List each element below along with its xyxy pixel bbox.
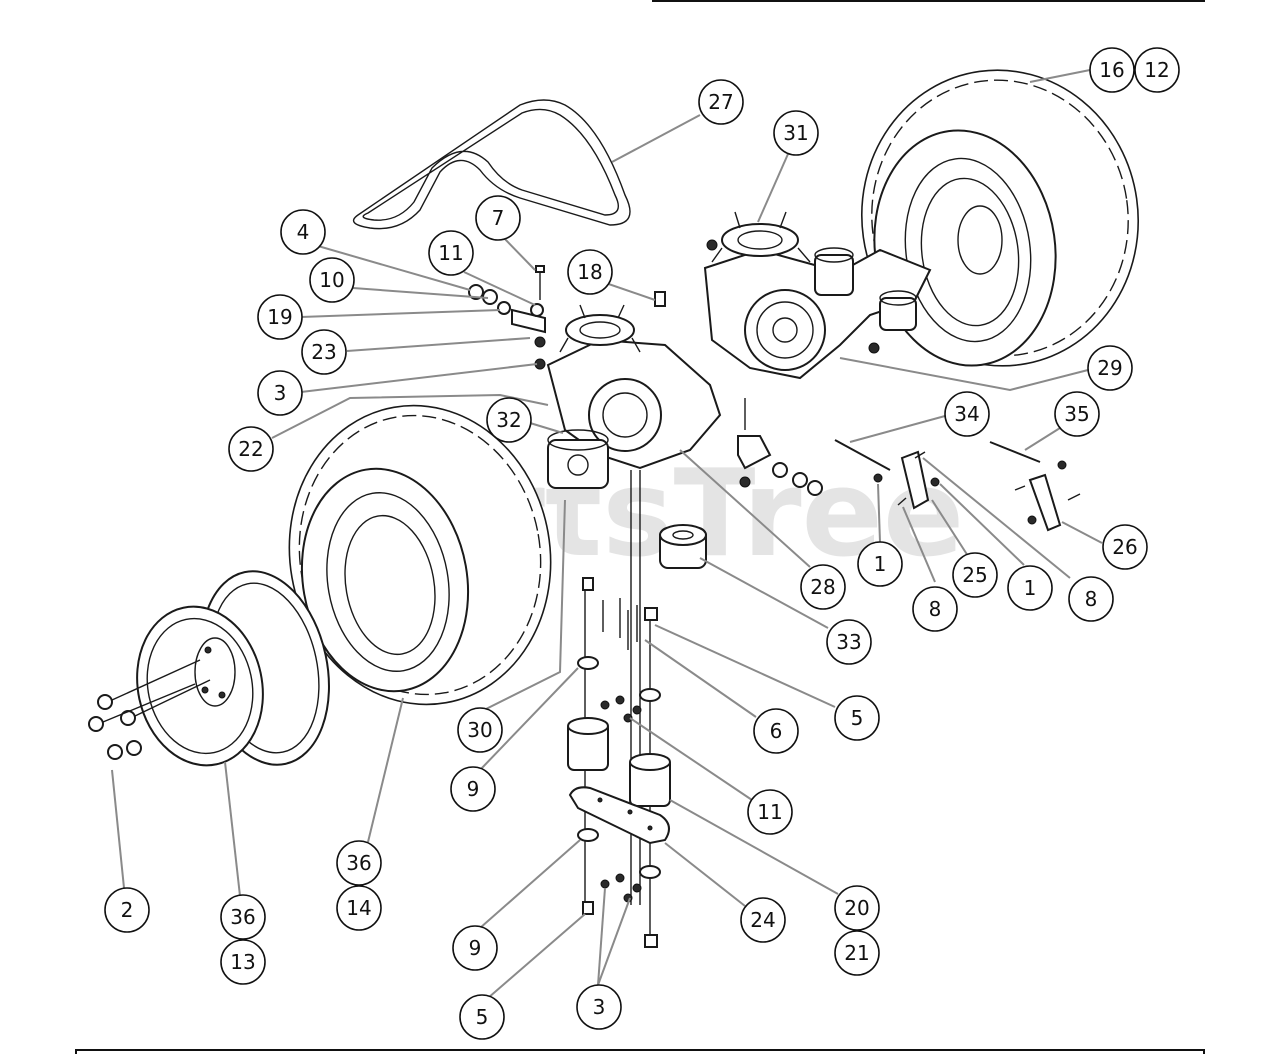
- callout-20[interactable]: 20: [834, 885, 880, 931]
- callout-32[interactable]: 32: [486, 397, 532, 443]
- callout-25[interactable]: 25: [952, 552, 998, 598]
- svg-text:35: 35: [1064, 402, 1089, 426]
- svg-text:30: 30: [467, 718, 492, 742]
- svg-text:11: 11: [757, 800, 782, 824]
- svg-text:26: 26: [1112, 535, 1137, 559]
- callout-19[interactable]: 19: [257, 294, 303, 340]
- svg-text:3: 3: [274, 381, 287, 405]
- callout-11-top[interactable]: 11: [428, 230, 474, 276]
- callout-26[interactable]: 26: [1102, 524, 1148, 570]
- svg-text:10: 10: [319, 268, 344, 292]
- svg-text:20: 20: [844, 896, 869, 920]
- callout-5-bottom[interactable]: 5: [459, 994, 505, 1040]
- callout-5-top[interactable]: 5: [834, 695, 880, 741]
- callout-9-top[interactable]: 9: [450, 766, 496, 812]
- callout-31[interactable]: 31: [773, 110, 819, 156]
- svg-text:33: 33: [836, 630, 861, 654]
- callout-3-top[interactable]: 3: [257, 370, 303, 416]
- svg-text:25: 25: [962, 563, 987, 587]
- callouts: 16 12 27 31 7 4 11 18 10 19 23 3 22 32 2…: [104, 47, 1180, 1040]
- footer-frame: [75, 1049, 1205, 1054]
- svg-text:27: 27: [708, 90, 733, 114]
- callout-22[interactable]: 22: [228, 426, 274, 472]
- drive-belt: [352, 99, 631, 230]
- callout-18[interactable]: 18: [567, 249, 613, 295]
- callout-23[interactable]: 23: [301, 329, 347, 375]
- svg-text:12: 12: [1144, 58, 1169, 82]
- oil-filter: [659, 524, 707, 569]
- callout-21[interactable]: 21: [834, 930, 880, 976]
- svg-text:9: 9: [467, 777, 480, 801]
- callout-16[interactable]: 16: [1089, 47, 1135, 93]
- svg-text:21: 21: [844, 941, 869, 965]
- left-rear-tire: [288, 404, 552, 706]
- svg-text:24: 24: [750, 908, 775, 932]
- callout-8-left[interactable]: 8: [912, 586, 958, 632]
- svg-text:23: 23: [311, 340, 336, 364]
- svg-text:9: 9: [469, 936, 482, 960]
- right-transaxle: [703, 211, 932, 380]
- callout-3-bottom[interactable]: 3: [576, 984, 622, 1030]
- callout-36-rim[interactable]: 36: [220, 894, 266, 940]
- svg-text:5: 5: [851, 706, 864, 730]
- svg-text:28: 28: [810, 575, 835, 599]
- svg-text:6: 6: [770, 719, 783, 743]
- svg-text:32: 32: [496, 408, 521, 432]
- callout-33[interactable]: 33: [826, 619, 872, 665]
- callout-13[interactable]: 13: [220, 939, 266, 985]
- callout-29[interactable]: 29: [1087, 345, 1133, 391]
- callout-2[interactable]: 2: [104, 887, 150, 933]
- callout-35[interactable]: 35: [1054, 391, 1100, 437]
- svg-text:22: 22: [238, 437, 263, 461]
- callout-9-bottom[interactable]: 9: [452, 925, 498, 971]
- svg-text:14: 14: [346, 896, 371, 920]
- callout-6[interactable]: 6: [753, 708, 799, 754]
- svg-text:29: 29: [1097, 356, 1122, 380]
- left-transaxle: [535, 304, 722, 489]
- right-rear-tire: [860, 69, 1140, 367]
- svg-text:8: 8: [929, 597, 942, 621]
- svg-text:1: 1: [1024, 576, 1037, 600]
- callout-27[interactable]: 27: [698, 79, 744, 125]
- svg-text:36: 36: [230, 905, 255, 929]
- svg-text:7: 7: [492, 206, 505, 230]
- callout-10[interactable]: 10: [309, 257, 355, 303]
- svg-text:36: 36: [346, 851, 371, 875]
- callout-4[interactable]: 4: [280, 209, 326, 255]
- svg-text:5: 5: [476, 1005, 489, 1029]
- svg-text:3: 3: [593, 995, 606, 1019]
- mount-hardware: [567, 470, 671, 948]
- callout-7[interactable]: 7: [475, 195, 521, 241]
- svg-text:31: 31: [783, 121, 808, 145]
- svg-text:2: 2: [121, 898, 134, 922]
- control-linkage: [834, 439, 1081, 532]
- svg-text:4: 4: [297, 220, 310, 244]
- svg-text:18: 18: [577, 260, 602, 284]
- callout-1-right[interactable]: 1: [1007, 565, 1053, 611]
- svg-text:8: 8: [1085, 587, 1098, 611]
- callout-24[interactable]: 24: [740, 897, 786, 943]
- callout-28[interactable]: 28: [800, 564, 846, 610]
- callout-34[interactable]: 34: [944, 391, 990, 437]
- callout-1-left[interactable]: 1: [857, 541, 903, 587]
- callout-30[interactable]: 30: [457, 707, 503, 753]
- lug-nuts: [88, 659, 211, 760]
- svg-text:13: 13: [230, 950, 255, 974]
- svg-text:34: 34: [954, 402, 979, 426]
- svg-text:19: 19: [267, 305, 292, 329]
- svg-text:1: 1: [874, 552, 887, 576]
- svg-text:11: 11: [438, 241, 463, 265]
- callout-14[interactable]: 14: [336, 885, 382, 931]
- callout-36-tire[interactable]: 36: [336, 840, 382, 886]
- svg-text:16: 16: [1099, 58, 1124, 82]
- left-wheel-rim: [136, 570, 330, 767]
- callout-12[interactable]: 12: [1134, 47, 1180, 93]
- callout-8-right[interactable]: 8: [1068, 576, 1114, 622]
- callout-11-bottom[interactable]: 11: [747, 789, 793, 835]
- leader-lines: [111, 69, 1103, 999]
- hardware-left: [468, 265, 823, 496]
